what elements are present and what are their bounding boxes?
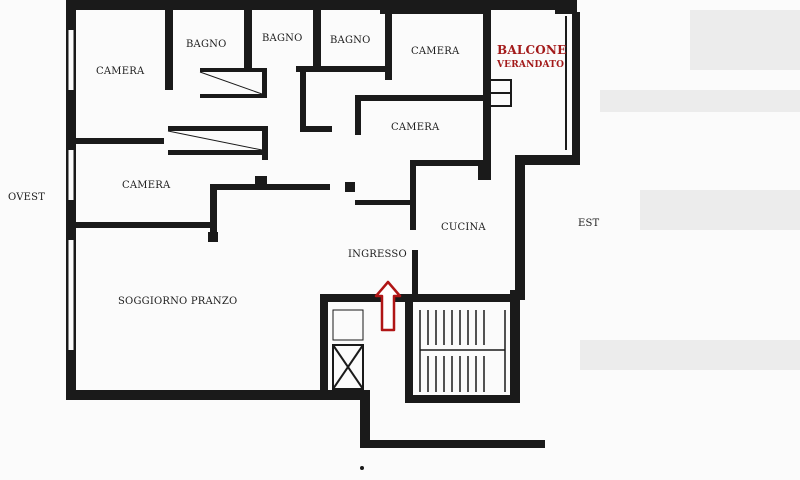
room-label-camera-1: CAMERA bbox=[96, 66, 145, 77]
room-label-bagno-1: BAGNO bbox=[186, 39, 227, 50]
staircase bbox=[419, 310, 506, 392]
room-label-camera-2: CAMERA bbox=[411, 46, 460, 57]
room-label-bagno-3: BAGNO bbox=[330, 35, 371, 46]
closet-hatching bbox=[167, 71, 263, 151]
room-label-camera-4: CAMERA bbox=[122, 180, 171, 191]
room-label-cucina: CUCINA bbox=[441, 222, 486, 233]
west-window-frames bbox=[67, 30, 75, 350]
room-label-bagno-2: BAGNO bbox=[262, 33, 303, 44]
orientation-east: EST bbox=[578, 218, 600, 229]
room-label-ingresso: INGRESSO bbox=[348, 249, 407, 260]
room-label-soggiorno: SOGGIORNO PRANZO bbox=[118, 296, 238, 307]
room-label-camera-3: CAMERA bbox=[391, 122, 440, 133]
balcony-subtitle: VERANDATO bbox=[497, 60, 565, 70]
plan-mark-dot bbox=[360, 466, 364, 470]
lift-shaft bbox=[332, 309, 364, 390]
walls bbox=[66, 0, 580, 448]
entrance-arrow-icon bbox=[374, 280, 402, 332]
balcony-frame bbox=[488, 16, 567, 150]
background-smudges bbox=[580, 10, 800, 370]
balcony-title: BALCONE bbox=[497, 43, 567, 57]
west-windows bbox=[68, 30, 74, 350]
orientation-west: OVEST bbox=[8, 192, 46, 203]
